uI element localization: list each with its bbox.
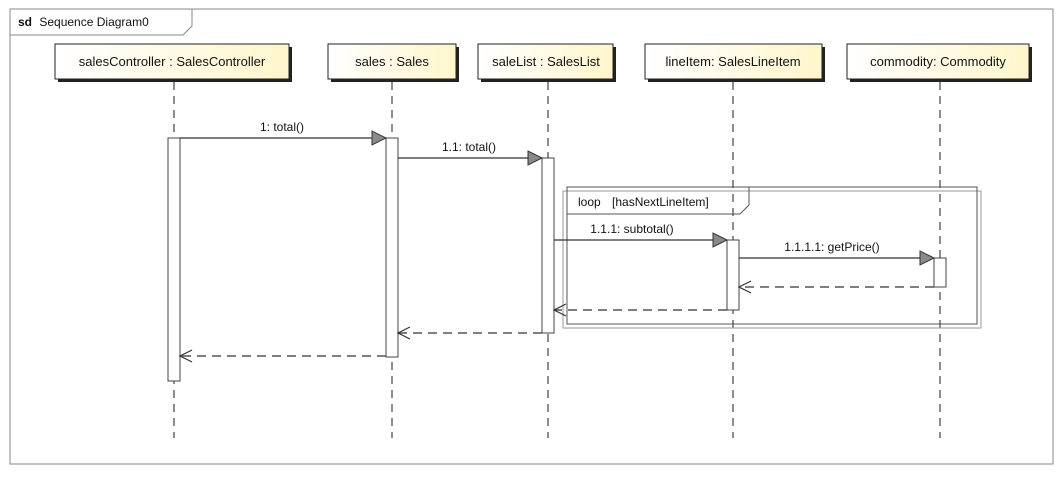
lifeline-header-sales[interactable] — [327, 43, 457, 80]
loop-label: loop [hasNextLineItem] — [578, 195, 709, 209]
lifeline-header-saleList[interactable] — [477, 43, 614, 80]
message-arrowhead-1-1-1-1 — [919, 250, 936, 266]
loop-label-tab — [567, 187, 750, 215]
frame-label-tab — [10, 9, 193, 36]
message-label-1-1-1: 1.1.1: subtotal() — [590, 222, 673, 236]
loop-guard: [hasNextLineItem] — [612, 195, 709, 209]
activation-bars — [167, 137, 947, 382]
frame-keyword: sd — [18, 15, 32, 29]
message-arrowhead-1-1 — [527, 150, 544, 166]
lifeline-header-lineItem[interactable] — [644, 43, 823, 80]
activation-sales[interactable] — [385, 137, 399, 358]
lifeline-label-saleList: saleList : SalesList — [492, 54, 600, 69]
lifeline-headers: salesController : SalesController sales … — [54, 43, 1032, 82]
frame-label: sd Sequence Diagram0 — [18, 15, 149, 29]
lifeline-label-salesController: salesController : SalesController — [79, 54, 266, 69]
message-arrowhead-1-1-1 — [712, 232, 729, 248]
return-arrowhead-total-1 — [178, 349, 193, 363]
message-arrowhead-1 — [371, 130, 388, 146]
lifeline-label-lineItem: lineItem: SalesLineItem — [665, 54, 800, 69]
lifeline-label-commodity: commodity: Commodity — [870, 54, 1006, 69]
message-label-1-1: 1.1: total() — [442, 140, 496, 154]
message-label-1: 1: total() — [260, 120, 304, 134]
loop-fragment: loop [hasNextLineItem] — [562, 186, 982, 329]
frame-name: Sequence Diagram0 — [39, 15, 149, 29]
activation-lineItem[interactable] — [726, 239, 740, 311]
return-arrowhead-subtotal — [552, 303, 567, 317]
activation-salesController[interactable] — [167, 137, 181, 382]
return-arrowhead-total-1-1 — [396, 326, 411, 340]
diagram-frame — [9, 8, 1054, 465]
activation-commodity[interactable] — [933, 257, 947, 288]
loop-operator: loop — [578, 195, 601, 209]
lifeline-label-sales: sales : Sales — [355, 54, 429, 69]
return-messages — [178, 280, 934, 363]
lifeline-header-commodity[interactable] — [846, 43, 1030, 80]
return-arrowhead-getPrice — [737, 280, 752, 294]
sync-messages: 1: total() 1.1: total() 1.1.1: subtotal(… — [180, 120, 936, 266]
activation-saleList[interactable] — [541, 157, 555, 334]
message-label-1-1-1-1: 1.1.1.1: getPrice() — [784, 240, 879, 254]
loop-fragment-border[interactable] — [566, 186, 978, 325]
lifeline-header-salesController[interactable] — [54, 43, 290, 80]
